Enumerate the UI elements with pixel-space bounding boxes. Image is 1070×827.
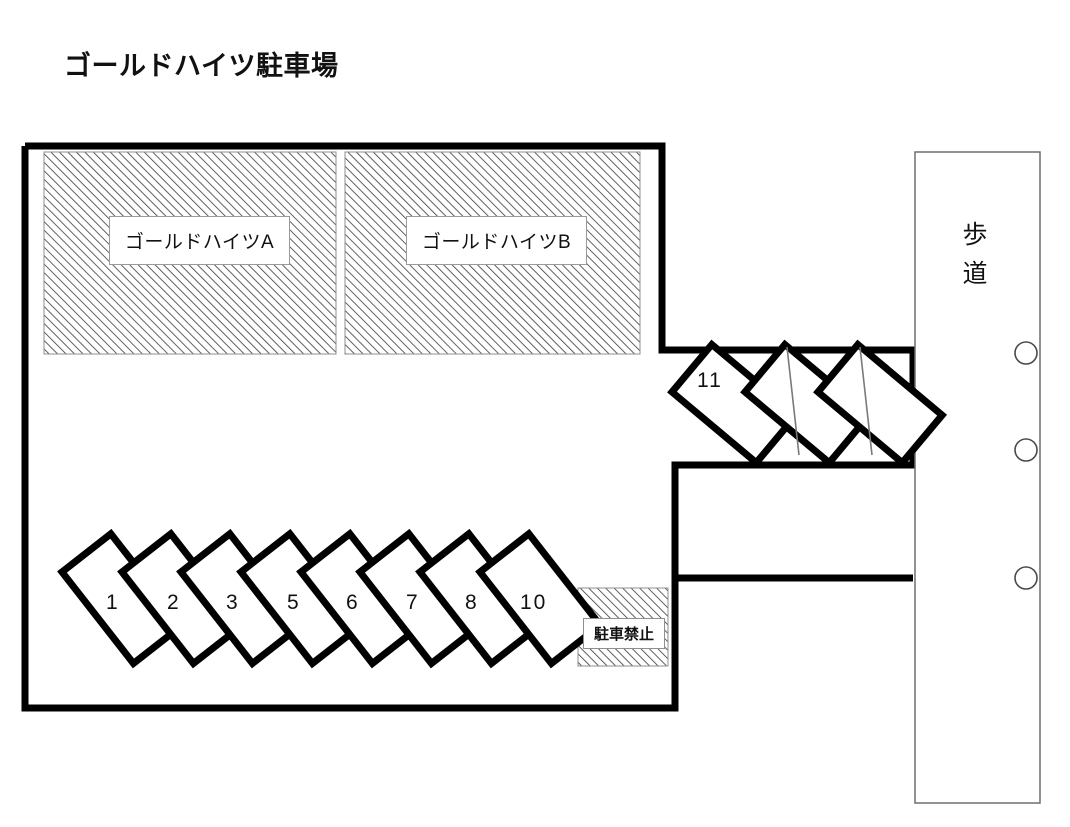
stall-number-6: 6 (346, 591, 358, 614)
stall-group-bottom (57, 528, 606, 669)
stall-number-1: 1 (106, 591, 118, 614)
stall-number-5: 5 (287, 591, 299, 614)
sidewalk-marker-1-icon (1014, 341, 1038, 365)
stall-group-upper (667, 339, 948, 468)
building-b-label: ゴールドハイツB (406, 216, 587, 265)
sidewalk-area (914, 151, 1041, 804)
stall-upper-3-divider (859, 346, 873, 456)
stall-10-shape[interactable] (475, 528, 606, 669)
stall-upper-3-shape[interactable] (813, 339, 948, 468)
stall-number-7: 7 (406, 591, 418, 614)
sidewalk-label-char-2: 道 (962, 259, 988, 288)
sidewalk-label-char-1: 歩 (962, 221, 988, 249)
sidewalk-label: 歩 道 (952, 216, 998, 294)
stall-upper-2-divider (786, 346, 800, 456)
no-parking-label: 駐車禁止 (583, 618, 665, 649)
stall-upper-3[interactable] (813, 339, 948, 468)
stall-number-8: 8 (465, 591, 477, 614)
stall-number-11: 11 (697, 369, 723, 392)
sidewalk-marker-2-icon (1014, 438, 1038, 462)
stall-number-10: 10 (520, 591, 548, 614)
stall-10[interactable] (475, 528, 606, 669)
sidewalk-marker-3-icon (1014, 566, 1038, 590)
building-a-label: ゴールドハイツA (109, 216, 290, 265)
stall-number-2: 2 (167, 591, 179, 614)
stall-number-3: 3 (226, 591, 238, 614)
page-title: ゴールドハイツ駐車場 (64, 51, 339, 81)
